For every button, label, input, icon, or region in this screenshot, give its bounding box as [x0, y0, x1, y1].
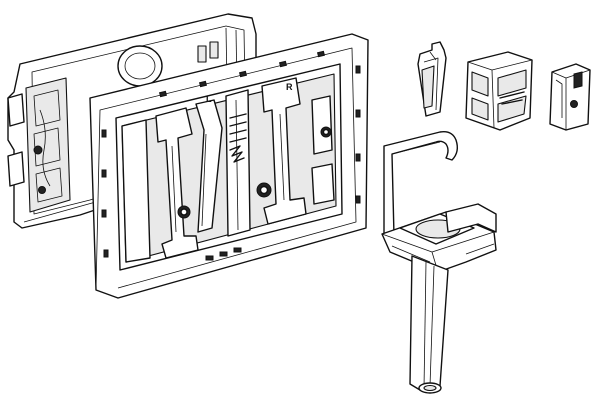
- spring-clip-part: [417, 41, 447, 117]
- front-actuator-frame: L R: [89, 33, 369, 299]
- cage-connector-part: [465, 51, 533, 131]
- frame-marking-right: R: [286, 82, 293, 92]
- holder-stand-part: [381, 130, 497, 394]
- bracket-clip-part: [549, 63, 591, 131]
- frame-marking-left: L: [206, 94, 212, 104]
